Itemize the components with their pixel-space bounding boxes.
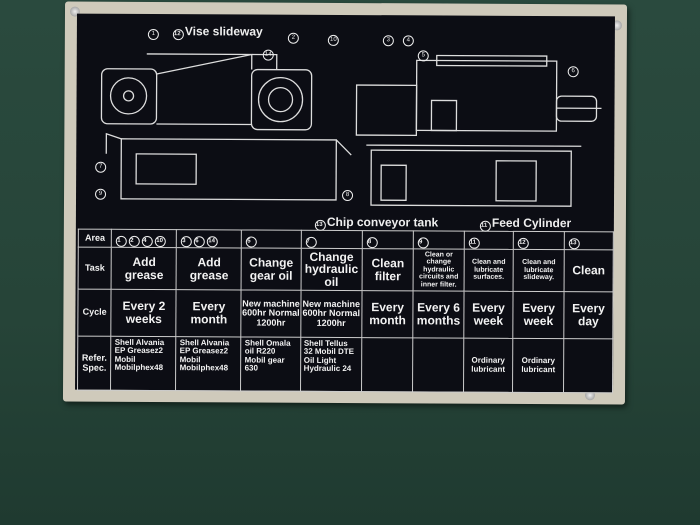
task-cell: Clean or change hydraulic circuits and i… <box>413 248 465 292</box>
diagram-number: 2 <box>287 32 299 44</box>
area-number: 9 <box>418 237 430 249</box>
area-cell: 5 <box>241 229 301 249</box>
feed-text: Feed Cylinder <box>491 215 572 231</box>
ref-cell: Shell Alvania EP Greasez2 Mobil Mobilphe… <box>175 336 242 391</box>
diagram-number: 14 <box>262 49 274 61</box>
cycle-cell: New machine 600hr Normal 1200hr <box>241 289 301 338</box>
ref-cell: Shell Alvania EP Greasez2 Mobil Mobilphe… <box>110 336 177 391</box>
machine-schematic <box>100 53 602 207</box>
ref-cell <box>361 337 414 392</box>
diagram-number: 10 <box>327 34 339 46</box>
ref-header: Refer. Spec. <box>77 336 112 391</box>
task-cell: Clean filter <box>362 248 414 291</box>
vise-text: Vise slideway <box>184 24 263 39</box>
ref-cell: Shell Tellus 32 Mobil DTE Oil Light Hydr… <box>300 337 362 392</box>
area-number: 7 <box>305 236 317 248</box>
cycle-cell: Every 2 weeks <box>111 289 177 337</box>
diagram-number: 5 <box>417 50 429 62</box>
area-number: 11 <box>468 237 480 249</box>
area-number: 8 <box>366 237 378 249</box>
area-cell: 12 <box>513 231 565 250</box>
cycle-cell: Every week <box>512 291 565 339</box>
ref-cell: Ordinary lubricant <box>512 338 564 393</box>
diagram-number: 1 <box>147 28 159 41</box>
diagram-number: 7 <box>95 161 107 173</box>
area-cell: 9 <box>413 230 465 250</box>
area-number: 2 <box>129 235 141 247</box>
diagram-number: 4 <box>402 35 414 47</box>
area-cell: 8 <box>362 230 414 249</box>
area-header: Area <box>78 229 112 248</box>
cycle-cell: Every month <box>176 289 242 337</box>
task-cell: Add grease <box>111 247 177 290</box>
diagram-number: 9 <box>95 188 107 200</box>
area-number: 3 <box>181 236 193 248</box>
ref-cell: Ordinary lubricant <box>463 338 513 393</box>
cycle-cell: Every month <box>361 290 414 338</box>
ref-cell <box>563 338 613 393</box>
chip-text: Chip conveyor tank <box>326 214 439 230</box>
task-cell: Clean and lubricate slideway. <box>513 249 565 292</box>
area-cell: 11 <box>464 231 514 250</box>
diagram-number: 3 <box>382 35 394 47</box>
area-number: 12 <box>517 237 529 249</box>
task-cell: Change hydraulic oil <box>300 248 363 291</box>
task-header: Task <box>78 247 112 290</box>
diagram-number: 8 <box>342 189 354 202</box>
task-cell: Change gear oil <box>241 247 301 291</box>
ref-cell: Shell Omala oil R220 Mobil gear 630 <box>240 336 301 392</box>
task-cell: Add grease <box>176 247 242 290</box>
area-cell: 13 <box>564 231 614 250</box>
area-number: 1 <box>116 235 128 247</box>
area-number: 14 <box>207 236 219 248</box>
number-badge: 12 <box>172 29 184 41</box>
cycle-header: Cycle <box>77 289 112 337</box>
ref-cell <box>412 337 464 393</box>
task-cell: Clean <box>564 249 614 292</box>
area-number: 13 <box>568 238 580 250</box>
area-number: 5 <box>246 236 258 248</box>
diagram-number: 6 <box>567 66 579 78</box>
area-number: 10 <box>155 236 167 248</box>
cycle-cell: Every week <box>463 291 514 339</box>
area-cell: 7 <box>300 230 363 249</box>
area-number: 4 <box>142 235 154 247</box>
cycle-cell: New machine 600hr Normal 1200hr <box>300 290 363 338</box>
cycle-cell: Every day <box>563 291 614 339</box>
task-cell: Clean and lubricate surfaces. <box>463 249 514 292</box>
area-number: 6 <box>194 236 206 248</box>
cycle-cell: Every 6 months <box>413 290 464 339</box>
